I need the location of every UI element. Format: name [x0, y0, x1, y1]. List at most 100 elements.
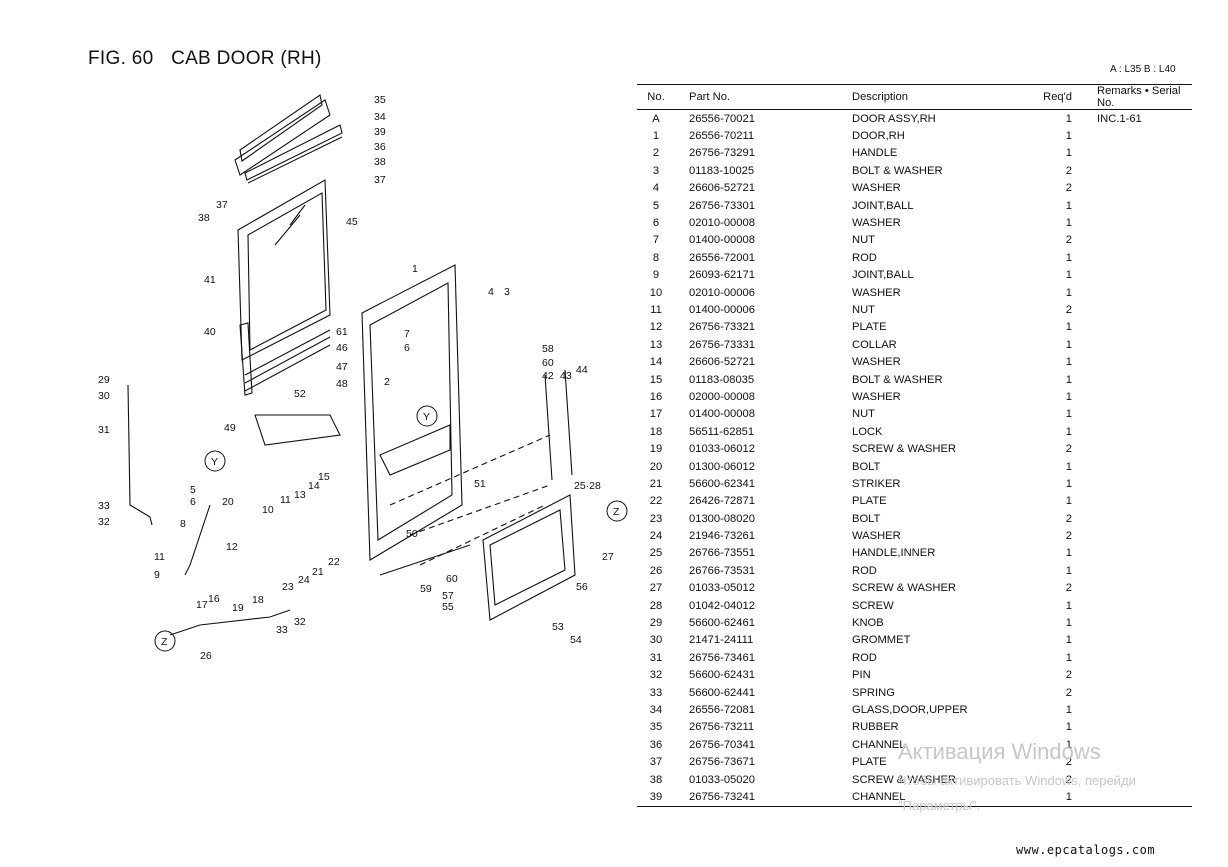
- cell-description: ROD: [852, 251, 877, 264]
- callout-label: 19: [232, 602, 244, 614]
- cell-no: 17: [649, 408, 663, 421]
- cell-no: 26: [649, 564, 663, 577]
- cell-part-no: 01033-06012: [689, 443, 755, 456]
- cell-reqd: 1: [1065, 408, 1072, 421]
- figure-number: FIG. 60: [88, 48, 154, 69]
- callout-label: 48: [336, 378, 348, 390]
- callout-label: 46: [336, 342, 348, 354]
- cell-no: 8: [652, 251, 660, 264]
- cell-remarks: [1092, 684, 1192, 701]
- cell-part-no: 56511-62851: [689, 425, 755, 438]
- cell-remarks: [1092, 232, 1192, 249]
- callout-label: 8: [180, 518, 186, 530]
- cell-remarks: [1092, 162, 1192, 179]
- callout-label: 24: [298, 574, 310, 586]
- cell-reqd: 2: [1065, 773, 1072, 786]
- cell-reqd: 1: [1020, 788, 1092, 807]
- cell-no: 12: [649, 321, 663, 334]
- callout-label: 35: [374, 94, 386, 106]
- cell-part-no: 26756-73291: [689, 147, 755, 160]
- cell-remarks: [1092, 127, 1192, 144]
- cell-no: 16: [649, 390, 663, 403]
- cell-remarks: [1092, 614, 1192, 631]
- callout-label: 17: [196, 599, 208, 611]
- cell-reqd: 1: [1065, 356, 1072, 369]
- cell-part-no: 26756-73461: [689, 651, 755, 664]
- cell-reqd: 1: [1065, 425, 1072, 438]
- cell-remarks: [1092, 493, 1192, 510]
- cell-remarks: [1092, 284, 1192, 301]
- callout-label: 27: [602, 551, 614, 563]
- cell-remarks: [1092, 145, 1192, 162]
- callout-label: 20: [222, 496, 234, 508]
- cell-part-no: 21946-73261: [689, 530, 755, 543]
- cell-no: 24: [649, 530, 663, 543]
- callout-label: 34: [374, 111, 386, 123]
- cell-part-no: 26756-73331: [689, 338, 755, 351]
- cell-remarks: [1092, 753, 1192, 770]
- cell-part-no: 01042-04012: [689, 599, 755, 612]
- cell-no: 10: [649, 286, 663, 299]
- cell-part-no: 26606-52721: [689, 182, 755, 195]
- table-row: 9 26093-62171 JOINT,BALL 1: [637, 267, 1192, 284]
- cell-remarks: [1092, 510, 1192, 527]
- cell-description: GLASS,DOOR,UPPER: [852, 703, 968, 716]
- callout-label: 51: [474, 478, 486, 490]
- table-header-row: No. Part No. Description Req'd Remarks •…: [637, 84, 1192, 110]
- cell-no: 3: [652, 164, 660, 177]
- cell-reqd: 1: [1065, 738, 1072, 751]
- cell-remarks: [1092, 632, 1192, 649]
- cell-remarks: [1092, 423, 1192, 440]
- cell-description: DOOR,RH: [852, 130, 905, 143]
- cell-description: JOINT,BALL: [852, 269, 914, 282]
- cell-reqd: 2: [1065, 512, 1072, 525]
- cell-reqd: 1: [1065, 338, 1072, 351]
- cell-no: 31: [649, 651, 663, 664]
- cell-reqd: 1: [1065, 721, 1072, 734]
- callout-label: Y: [423, 411, 430, 423]
- cell-part-no: 01183-10025: [689, 164, 755, 177]
- cell-remarks: [1092, 214, 1192, 231]
- cell-reqd: 2: [1065, 756, 1072, 769]
- callout-label: 37: [216, 199, 228, 211]
- cell-part-no: 56600-62441: [689, 686, 755, 699]
- cell-no: 20: [649, 460, 663, 473]
- cell-description: SCREW & WASHER: [852, 582, 957, 595]
- callout-label: 38: [198, 212, 210, 224]
- cell-description: PIN: [852, 669, 871, 682]
- cell-part-no: 26426-72871: [689, 495, 755, 508]
- cell-remarks: [1092, 475, 1192, 492]
- callout-label: 1: [412, 263, 418, 275]
- callout-label: 4: [488, 286, 494, 298]
- cell-description: NUT: [852, 408, 875, 421]
- header-remarks: Remarks • Serial No.: [1092, 84, 1192, 110]
- cell-description: NUT: [852, 303, 875, 316]
- cell-description: JOINT,BALL: [852, 199, 914, 212]
- cell-reqd: 1: [1065, 634, 1072, 647]
- table-row: 24 21946-73261 WASHER 2: [637, 527, 1192, 544]
- callout-label: 14: [308, 480, 320, 492]
- cell-reqd: 1: [1065, 269, 1072, 282]
- cell-reqd: 1: [1065, 112, 1072, 125]
- cell-reqd: 2: [1065, 530, 1072, 543]
- callout-label: 41: [204, 274, 216, 286]
- cell-remarks: [1092, 301, 1192, 318]
- cell-part-no: 26093-62171: [689, 269, 755, 282]
- cell-description: WASHER: [852, 530, 901, 543]
- cell-no: 9: [652, 269, 660, 282]
- cell-part-no: 01400-00008: [689, 234, 755, 247]
- cell-part-no: 56600-62341: [689, 477, 755, 490]
- cell-description: CHANNEL: [812, 788, 1020, 807]
